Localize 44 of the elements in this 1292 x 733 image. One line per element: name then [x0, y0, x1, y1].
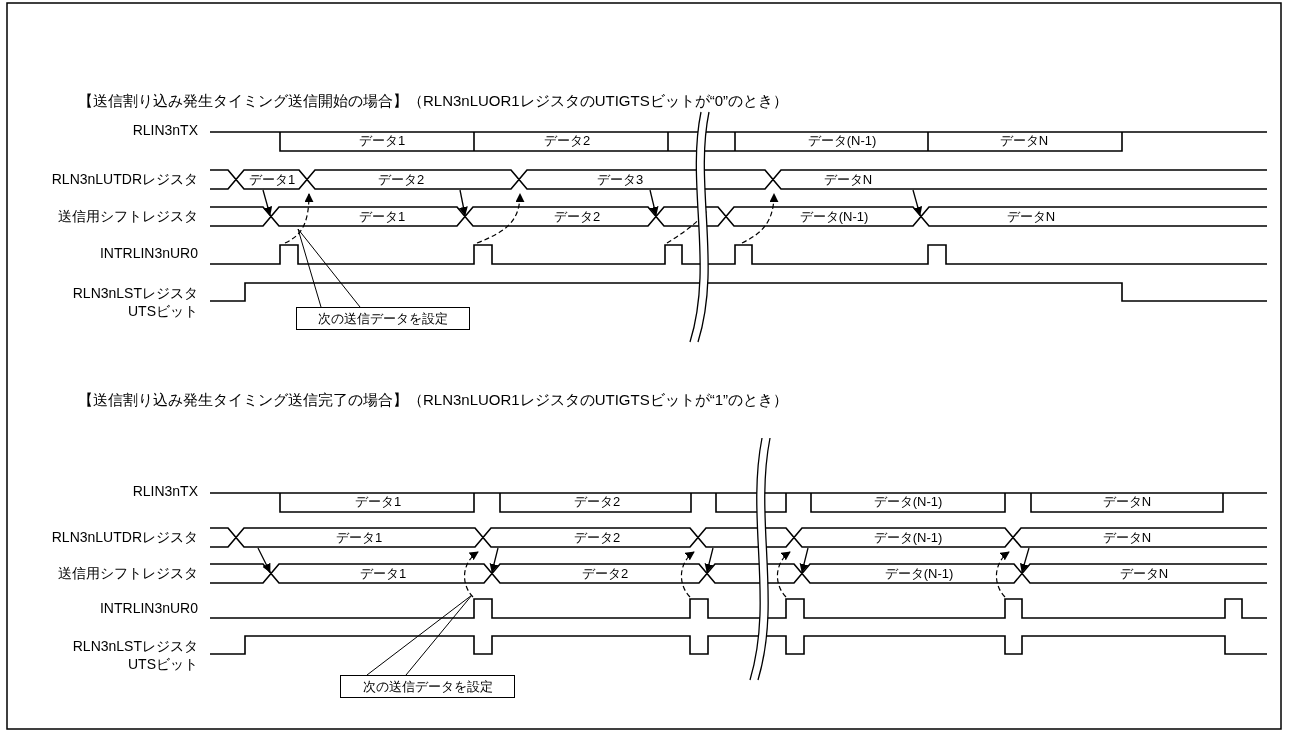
signal-name: RLN3nLSTレジスタ UTSビット [71, 637, 198, 673]
signal-name: 送信用シフトレジスタ [58, 208, 198, 226]
data-label: データ2 [573, 493, 621, 511]
data-label: データN [999, 132, 1049, 150]
data-label: データ(N-1) [807, 132, 877, 150]
data-label: データ2 [553, 208, 601, 226]
leader-line [297, 228, 322, 308]
leader-line [366, 594, 473, 676]
data-label: データN [1006, 208, 1056, 226]
data-label: データN [1102, 529, 1152, 547]
data-label: データ3 [596, 171, 644, 189]
callout-text: 次の送信データを設定 [318, 309, 448, 328]
data-label: データ(N-1) [873, 529, 943, 547]
data-label: データN [823, 171, 873, 189]
data-label: データN [1119, 565, 1169, 583]
callout-box [340, 675, 515, 698]
signal-name: 送信用シフトレジスタ [58, 565, 198, 583]
signal-name: INTRLIN3nUR0 [99, 600, 198, 618]
signal-name: INTRLIN3nUR0 [99, 245, 198, 263]
data-label: データ2 [573, 529, 621, 547]
signal-name: RLN3nLSTレジスタ UTSビット [71, 284, 198, 320]
data-label: データN [1102, 493, 1152, 511]
data-label: データ1 [335, 529, 383, 547]
signal-name: RLIN3nTX [132, 122, 198, 140]
data-label: データ2 [581, 565, 629, 583]
signal-name: RLN3nLUTDRレジスタ [51, 529, 198, 547]
data-label: データ1 [358, 132, 406, 150]
signal-name: RLIN3nTX [132, 483, 198, 501]
data-label: データ1 [359, 565, 407, 583]
data-label: データ2 [543, 132, 591, 150]
leader-line [297, 228, 361, 308]
data-label: データ(N-1) [884, 565, 954, 583]
callout-text: 次の送信データを設定 [362, 677, 493, 696]
leader-line [405, 594, 473, 676]
section-heading: 【送信割り込み発生タイミング送信開始の場合】（RLN3nLUOR1レジスタのUTIGTSビットが“0”のとき） [78, 91, 789, 111]
callout-box [296, 307, 470, 330]
section-heading: 【送信割り込み発生タイミング送信完了の場合】（RLN3nLUOR1レジスタのUTIGTSビットが“1”のとき） [78, 390, 789, 410]
data-label: データ(N-1) [799, 208, 869, 226]
signal-name: RLN3nLUTDRレジスタ [51, 171, 198, 189]
data-label: データ1 [358, 208, 406, 226]
data-label: データ(N-1) [873, 493, 943, 511]
data-label: データ1 [248, 171, 296, 189]
data-label: データ2 [377, 171, 425, 189]
data-label: データ1 [354, 493, 402, 511]
